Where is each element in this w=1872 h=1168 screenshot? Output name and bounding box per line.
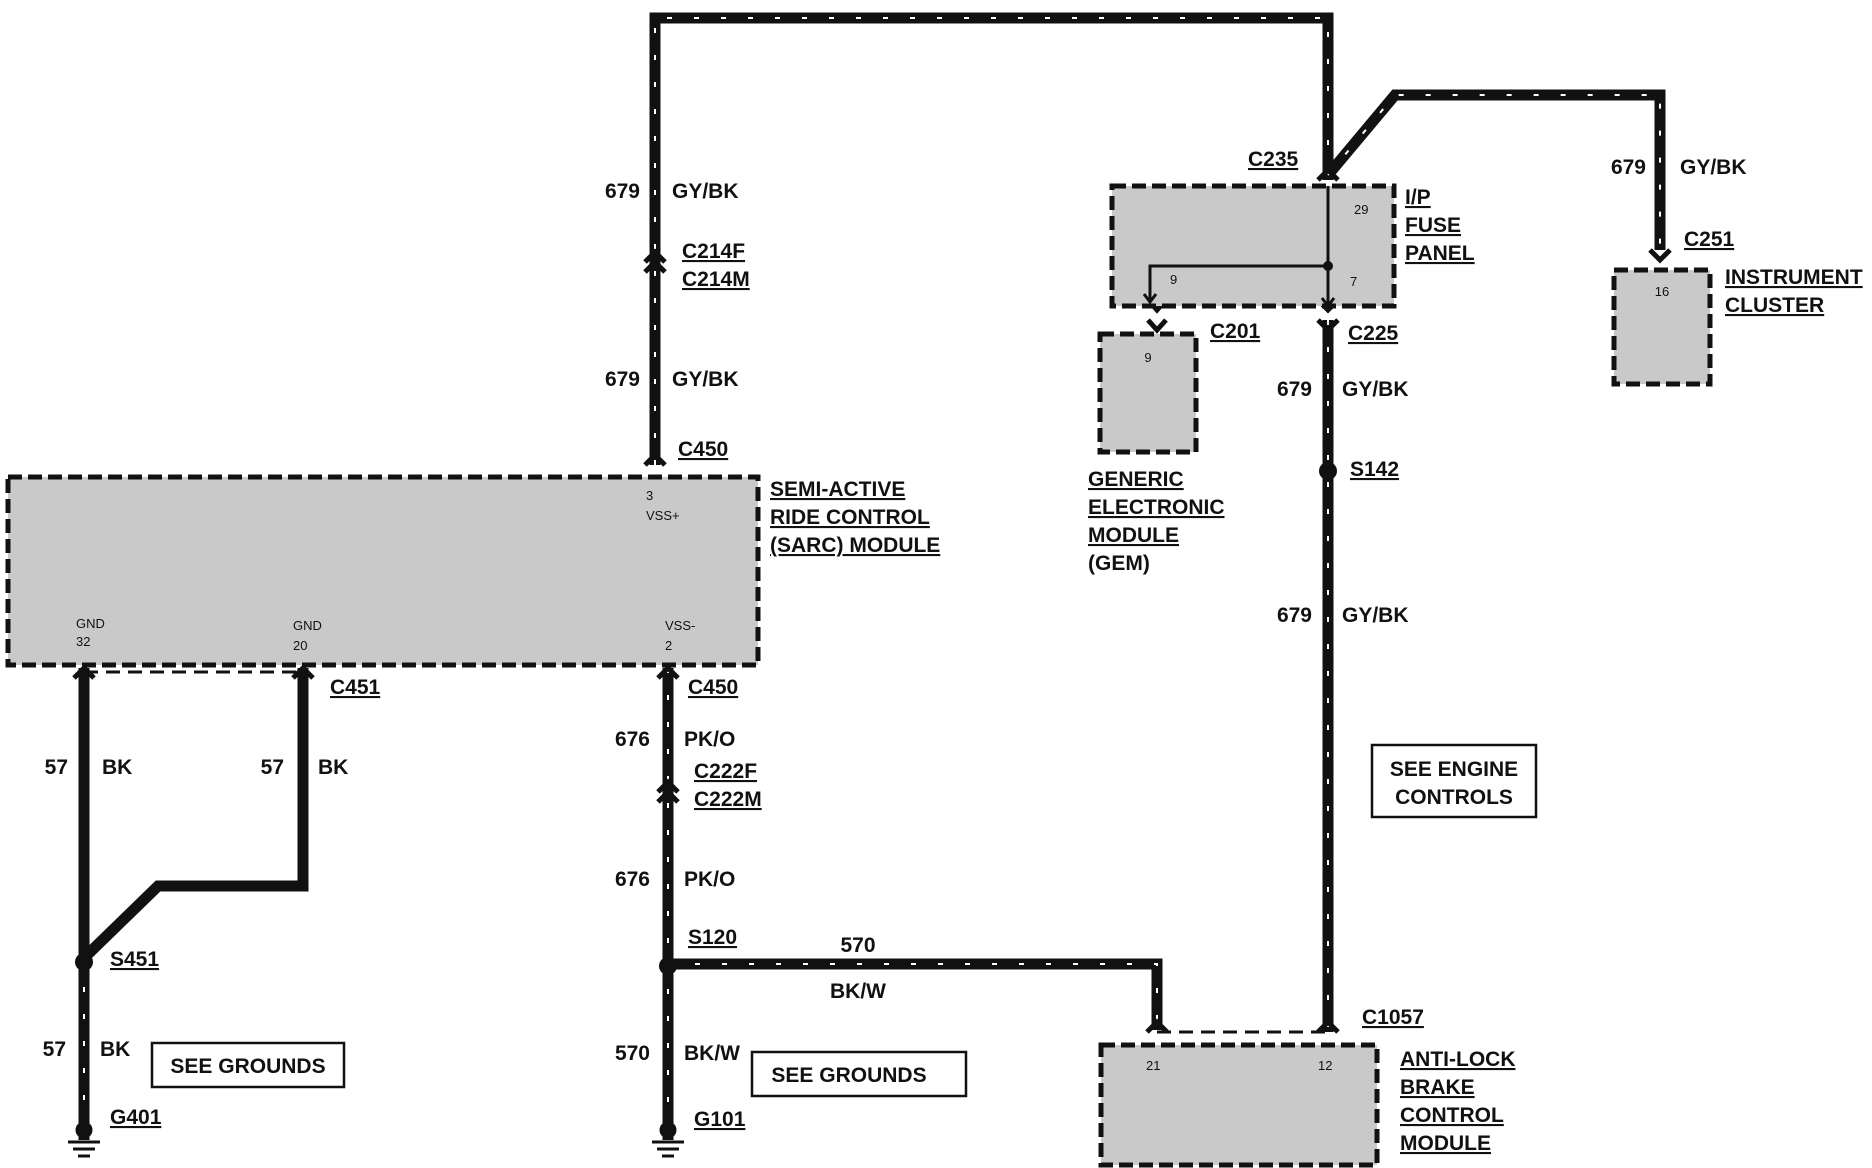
sarc-name-1: SEMI-ACTIVE bbox=[770, 478, 905, 501]
wire-679-num-1: 679 bbox=[605, 180, 640, 203]
wire-676-num-2: 676 bbox=[615, 868, 650, 891]
fuse-panel-name-2: FUSE bbox=[1405, 214, 1461, 237]
sarc-pin-20: 20 bbox=[293, 638, 307, 653]
wire-679-color-1: GY/BK bbox=[672, 180, 739, 203]
wire-57-gnd20 bbox=[80, 668, 309, 962]
connector-c251: C251 bbox=[1684, 228, 1735, 251]
wire-679-num-5: 679 bbox=[1277, 604, 1312, 627]
cluster-name-1: INSTRUMENT bbox=[1725, 266, 1863, 289]
ground-g101: G101 bbox=[694, 1108, 746, 1131]
sarc-name-3: (SARC) MODULE bbox=[770, 534, 940, 557]
gem-name-2: ELECTRONIC bbox=[1088, 496, 1225, 519]
wire-679-color-4: GY/BK bbox=[1342, 378, 1409, 401]
wire-679-top-loop bbox=[649, 12, 1334, 465]
splice-s142: S142 bbox=[1350, 458, 1399, 481]
wire-676-color-2: PK/O bbox=[684, 868, 735, 891]
connector-c235: C235 bbox=[1248, 148, 1299, 171]
wire-570-abs bbox=[668, 958, 1163, 1030]
gem-module bbox=[1097, 331, 1199, 455]
sarc-pin-3: 3 bbox=[646, 488, 653, 503]
instrument-cluster-module bbox=[1611, 267, 1713, 387]
gem-name-3: MODULE bbox=[1088, 524, 1179, 547]
see-grounds-box-1 bbox=[150, 1041, 346, 1089]
see-grounds-text-2: SEE GROUNDS bbox=[771, 1064, 926, 1087]
connector-c201: C201 bbox=[1210, 320, 1261, 343]
splice-s142-dot bbox=[1319, 462, 1337, 480]
see-engine-text-1: SEE ENGINE bbox=[1390, 758, 1518, 781]
gem-name-1: GENERIC bbox=[1088, 468, 1184, 491]
splice-s120: S120 bbox=[688, 926, 737, 949]
see-engine-text-2: CONTROLS bbox=[1395, 786, 1513, 809]
sarc-name-2: RIDE CONTROL bbox=[770, 506, 930, 529]
see-grounds-text-1: SEE GROUNDS bbox=[170, 1055, 325, 1078]
see-grounds-box-2 bbox=[750, 1050, 968, 1098]
connector-c450-bottom: C450 bbox=[688, 676, 738, 699]
wire-57-color-1: BK bbox=[102, 756, 132, 779]
connector-c225: C225 bbox=[1348, 322, 1399, 345]
fuse-panel-name-3: PANEL bbox=[1405, 242, 1475, 265]
wire-676-num-1: 676 bbox=[615, 728, 650, 751]
wire-57-num-1: 57 bbox=[45, 756, 68, 779]
wire-570-num-2: 570 bbox=[615, 1042, 650, 1065]
connector-c214f: C214F bbox=[682, 240, 745, 263]
fuse-panel-internal-wiring bbox=[1142, 186, 1336, 309]
connector-c451: C451 bbox=[330, 676, 381, 699]
abs-pin-21: 21 bbox=[1146, 1058, 1160, 1073]
sarc-vss-minus: VSS- bbox=[665, 618, 695, 633]
wire-679-color-5: GY/BK bbox=[1342, 604, 1409, 627]
cluster-name-2: CLUSTER bbox=[1725, 294, 1824, 317]
wire-57-num-3: 57 bbox=[43, 1038, 66, 1061]
wire-679-color-3: GY/BK bbox=[1680, 156, 1747, 179]
splice-s120-dot bbox=[659, 957, 677, 975]
connector-c450-top: C450 bbox=[678, 438, 728, 461]
wire-570-color-2: BK/W bbox=[684, 1042, 740, 1065]
sarc-gnd-1: GND bbox=[76, 616, 105, 631]
splice-s451-dot bbox=[75, 953, 93, 971]
abs-name-4: MODULE bbox=[1400, 1132, 1491, 1155]
wire-679-num-4: 679 bbox=[1277, 378, 1312, 401]
wire-570-color-1: BK/W bbox=[830, 980, 886, 1003]
fuse-pin-9: 9 bbox=[1170, 272, 1177, 287]
sarc-vss-plus: VSS+ bbox=[646, 508, 680, 523]
wire-679-cluster bbox=[1323, 89, 1666, 250]
sarc-module bbox=[5, 474, 761, 668]
wire-679-num-3: 679 bbox=[1611, 156, 1646, 179]
wire-57-num-2: 57 bbox=[261, 756, 284, 779]
fuse-panel bbox=[1109, 183, 1397, 309]
connector-chevrons bbox=[72, 166, 1672, 1034]
abs-name-3: CONTROL bbox=[1400, 1104, 1504, 1127]
see-engine-box bbox=[1370, 743, 1538, 819]
wire-57-color-3: BK bbox=[100, 1038, 130, 1061]
ground-g101-symbol bbox=[652, 1121, 684, 1158]
wire-676-color-1: PK/O bbox=[684, 728, 735, 751]
connector-c214m: C214M bbox=[682, 268, 750, 291]
abs-name-1: ANTI-LOCK bbox=[1400, 1048, 1515, 1071]
abs-name-2: BRAKE bbox=[1400, 1076, 1475, 1099]
wire-679-num-2: 679 bbox=[605, 368, 640, 391]
ground-g401: G401 bbox=[110, 1106, 162, 1129]
fuse-pin-7: 7 bbox=[1350, 274, 1357, 289]
wire-57-color-2: BK bbox=[318, 756, 348, 779]
ground-g401-symbol bbox=[68, 1121, 100, 1158]
cluster-pin-16: 16 bbox=[1655, 284, 1669, 299]
connector-c1057: C1057 bbox=[1362, 1006, 1424, 1029]
sarc-pin-32: 32 bbox=[76, 634, 90, 649]
connector-c222f: C222F bbox=[694, 760, 757, 783]
fuse-pin-29: 29 bbox=[1354, 202, 1368, 217]
gem-name-4: (GEM) bbox=[1088, 552, 1150, 575]
gem-pin-9: 9 bbox=[1144, 350, 1151, 365]
splice-s451: S451 bbox=[110, 948, 159, 971]
sarc-pin-2: 2 bbox=[665, 638, 672, 653]
wire-570-num-1: 570 bbox=[840, 934, 875, 957]
fuse-panel-junction bbox=[1323, 261, 1333, 271]
connector-c222m: C222M bbox=[694, 788, 762, 811]
fuse-panel-name-1: I/P bbox=[1405, 186, 1431, 209]
sarc-gnd-2: GND bbox=[293, 618, 322, 633]
abs-pin-12: 12 bbox=[1318, 1058, 1332, 1073]
wire-679-color-2: GY/BK bbox=[672, 368, 739, 391]
abs-module bbox=[1098, 1042, 1380, 1168]
